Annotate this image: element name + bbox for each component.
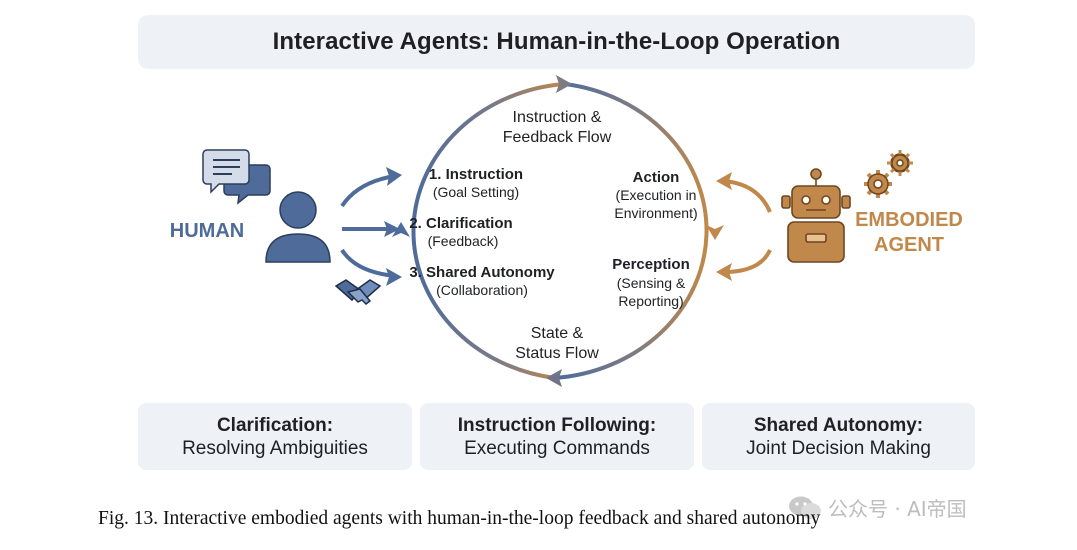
figure-caption: Fig. 13. Interactive embodied agents wit… <box>98 508 821 529</box>
bottom-flow-line2: Status Flow <box>515 345 599 362</box>
human-arrow-shared <box>340 248 396 278</box>
agent-action-title: Action <box>633 169 680 186</box>
robot-icon <box>781 168 851 263</box>
card-instruction-sub: Executing Commands <box>464 437 650 459</box>
loop-right-arc <box>554 82 709 380</box>
top-flow-line1: Instruction & <box>513 109 602 126</box>
step-instruction-sub: (Goal Setting) <box>433 184 519 200</box>
human-label: HUMAN <box>170 220 244 242</box>
step-instruction-title: 1. Instruction <box>429 166 523 183</box>
card-instruction-following: Instruction Following: Executing Command… <box>420 403 694 470</box>
loop-left-arc <box>411 82 566 380</box>
step-clarification-title: 2. Clarification <box>409 215 512 232</box>
title-banner: Interactive Agents: Human-in-the-Loop Op… <box>138 15 975 69</box>
agent-arrow-perception <box>723 249 772 274</box>
wechat-icon <box>789 496 821 519</box>
card-shared-autonomy: Shared Autonomy: Joint Decision Making <box>702 403 975 470</box>
agent-label-line2: AGENT <box>874 234 944 256</box>
loop-top-arrowhead <box>556 75 572 93</box>
card-shared-heading: Shared Autonomy: <box>753 414 924 436</box>
card-clarification-sub: Resolving Ambiguities <box>182 437 368 459</box>
agent-action-sub1: (Execution in <box>616 187 697 203</box>
agent-label-line1: EMBODIED <box>855 209 963 231</box>
step-shared-title: 3. Shared Autonomy <box>409 264 555 281</box>
feedback-loop <box>392 75 724 387</box>
card-instruction-heading: Instruction Following: <box>457 414 657 436</box>
human-arrowheads <box>384 167 402 286</box>
card-clarification-heading: Clarification: <box>216 414 334 436</box>
loop-right-arrowhead <box>706 225 724 240</box>
gears-icon <box>864 150 913 198</box>
agent-perception-title: Perception <box>612 256 690 273</box>
watermark: 公众号 · AI帝国 <box>788 493 967 522</box>
top-flow-line2: Feedback Flow <box>503 129 612 146</box>
card-shared-sub: Joint Decision Making <box>746 437 931 459</box>
handshake-icon <box>334 279 382 305</box>
agent-arrowheads <box>716 172 732 281</box>
agent-perception-sub1: (Sensing & <box>617 275 686 291</box>
bottom-flow-line1: State & <box>531 325 584 342</box>
chat-bubbles-icon <box>202 149 271 205</box>
watermark-text: 公众号 · AI帝国 <box>828 497 967 521</box>
step-shared-sub: (Collaboration) <box>436 282 528 298</box>
loop-left-arrowhead <box>392 222 410 237</box>
step-clarification-sub: (Feedback) <box>428 233 499 249</box>
diagram-title: Interactive Agents: Human-in-the-Loop Op… <box>272 28 841 55</box>
human-arrow-instruction <box>340 174 396 208</box>
person-icon <box>265 191 331 263</box>
agent-perception-sub2: Reporting) <box>618 293 683 309</box>
agent-action-sub2: Environment) <box>614 205 697 221</box>
card-clarification: Clarification: Resolving Ambiguities <box>138 403 412 470</box>
loop-bottom-arrowhead <box>546 369 562 387</box>
agent-arrows <box>723 179 772 274</box>
agent-arrow-action <box>723 179 772 213</box>
